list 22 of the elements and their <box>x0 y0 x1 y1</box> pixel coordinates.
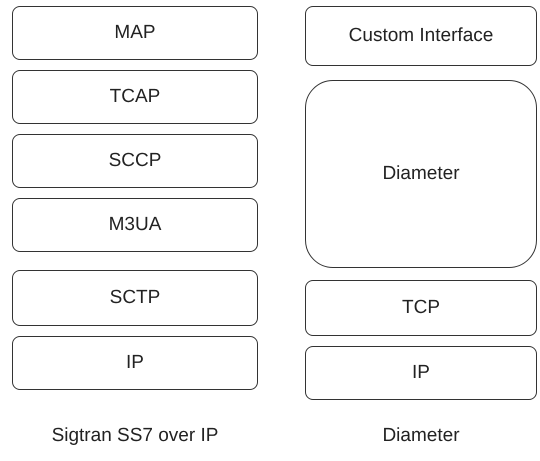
layer-box <box>12 6 258 60</box>
layer-box <box>12 270 258 326</box>
layer-box <box>12 198 258 252</box>
layer-box <box>12 336 258 390</box>
layer-name: SCCP <box>108 150 162 172</box>
layer-box <box>12 134 258 188</box>
layer-name: IP <box>412 362 430 384</box>
layer-name: M3UA <box>108 214 162 236</box>
layer-box <box>305 6 537 66</box>
layer-name: TCP <box>402 297 440 319</box>
layer-name: TCAP <box>110 86 160 108</box>
layer-name: Diameter <box>382 163 460 185</box>
layer-box <box>305 346 537 400</box>
layer-box <box>305 280 537 336</box>
layer-name: Custom Interface <box>348 25 494 47</box>
layer-name: SCTP <box>110 287 160 309</box>
stack-caption: Diameter <box>382 425 460 447</box>
stack-caption: Sigtran SS7 over IP <box>52 425 218 447</box>
layer-box <box>12 70 258 124</box>
layer-name: MAP <box>114 22 156 44</box>
layer-box <box>305 80 537 268</box>
layer-name: IP <box>126 352 144 374</box>
